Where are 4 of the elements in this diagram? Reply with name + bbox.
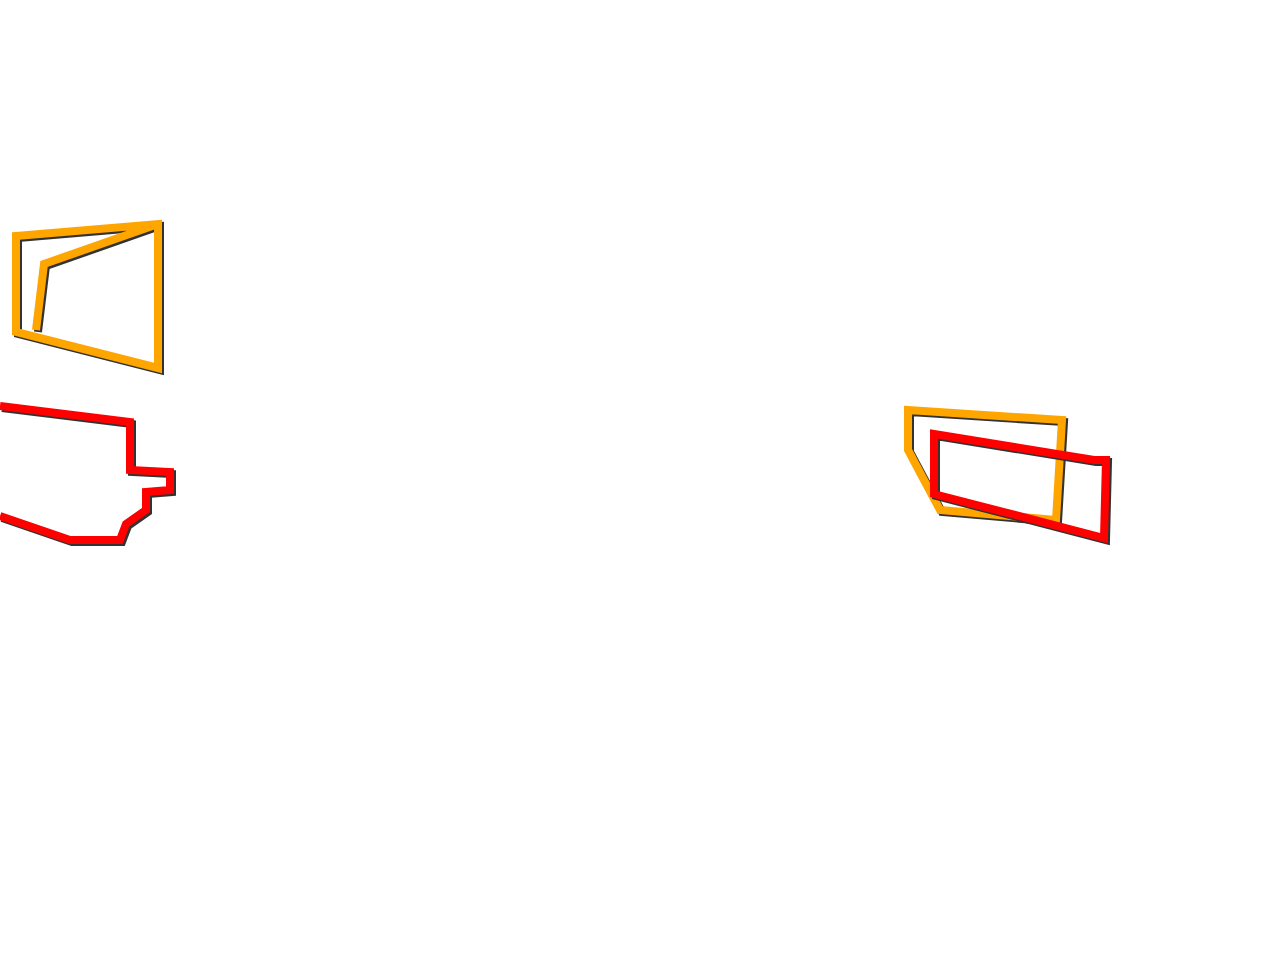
outline-shape <box>900 402 1072 528</box>
outline-shape <box>0 398 180 548</box>
outline-shape <box>8 216 168 380</box>
outline-shape <box>924 424 1116 548</box>
